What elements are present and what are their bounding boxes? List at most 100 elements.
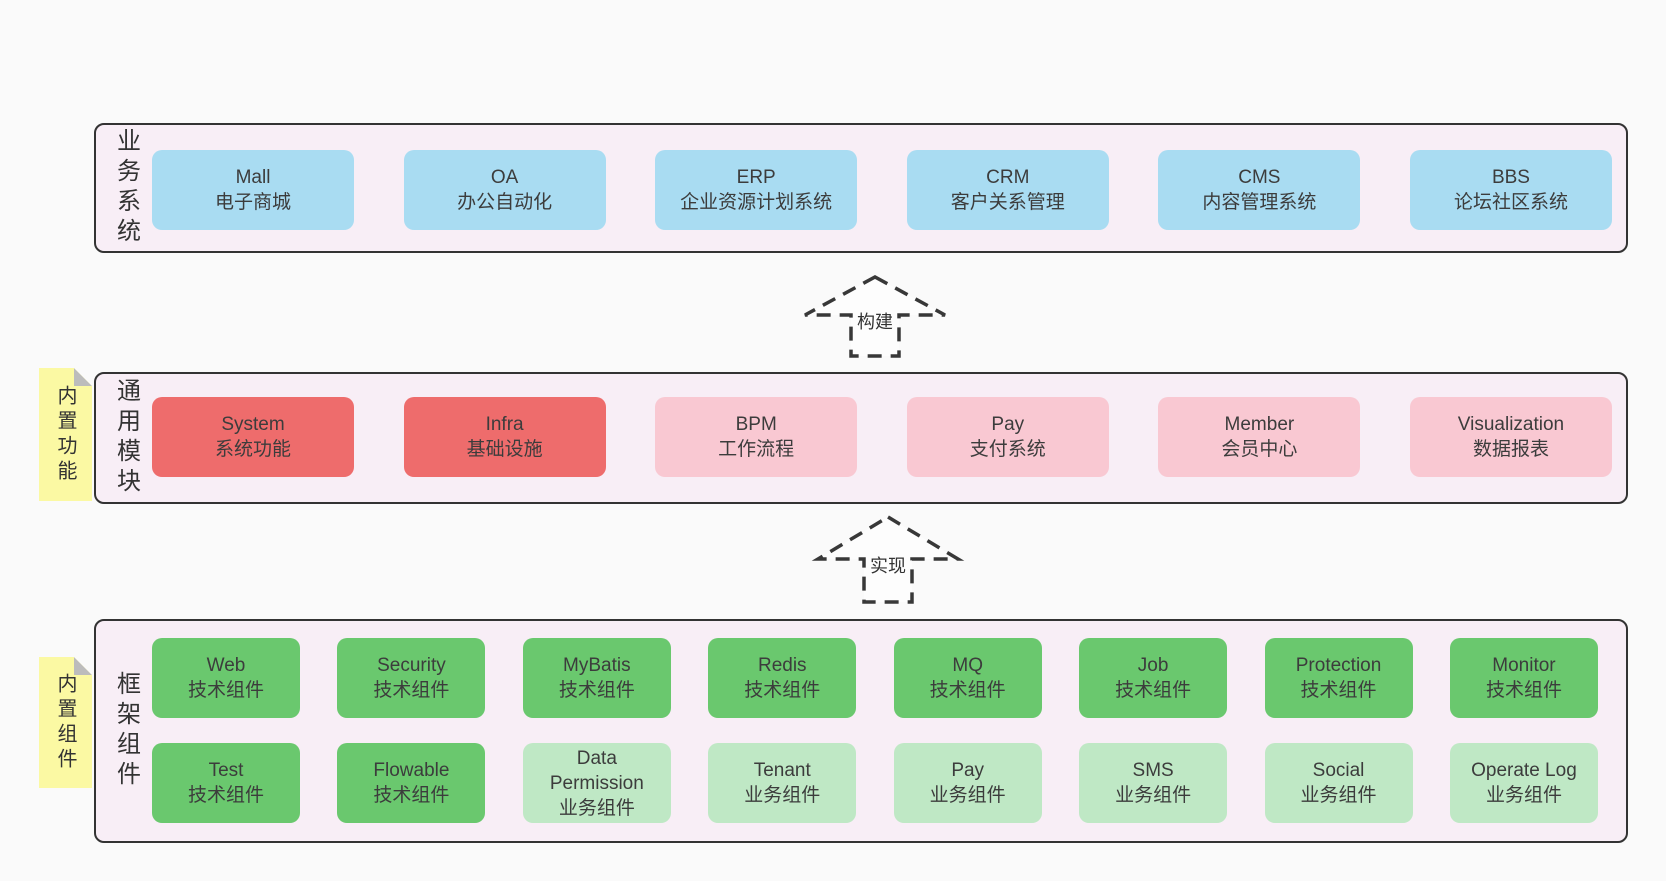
arrow-up-implement: 实现 bbox=[811, 514, 965, 604]
layer-business-label: 业务系统 bbox=[112, 128, 140, 248]
box-subtitle: 技术组件 bbox=[744, 680, 821, 701]
box-subtitle: 工作流程 bbox=[718, 439, 795, 460]
box-title: Data Permission bbox=[549, 747, 644, 794]
box-subtitle: 内容管理系统 bbox=[1202, 192, 1317, 213]
box-title: Pay bbox=[991, 414, 1025, 435]
box-subtitle: 技术组件 bbox=[1300, 680, 1377, 701]
box-title: Tenant bbox=[753, 760, 811, 781]
box-title: CRM bbox=[986, 167, 1030, 188]
box-subtitle: 业务组件 bbox=[558, 797, 635, 819]
box-subtitle: 基础设施 bbox=[466, 439, 543, 460]
box-title: Redis bbox=[757, 655, 807, 676]
box-subtitle: 技术组件 bbox=[373, 785, 450, 806]
box-erp: ERP 企业资源计划系统 bbox=[655, 150, 858, 230]
box-title: Test bbox=[208, 760, 244, 781]
arrow-up-outline bbox=[804, 275, 946, 358]
box-subtitle: 电子商城 bbox=[214, 192, 291, 213]
box-subtitle: 支付系统 bbox=[969, 439, 1046, 460]
box-title: Mall bbox=[235, 167, 271, 188]
box-title: Web bbox=[206, 655, 246, 676]
layer-business-systems: 业务系统 Mall 电子商城 OA 办公自动化 ERP 企业资源计划系统 CRM… bbox=[94, 123, 1628, 253]
arrow-up-build: 构建 bbox=[804, 275, 946, 358]
box-title: Visualization bbox=[1457, 414, 1565, 435]
box-mq: MQ 技术组件 bbox=[893, 638, 1042, 718]
box-subtitle: 业务组件 bbox=[1300, 785, 1377, 806]
box-title: BBS bbox=[1491, 167, 1530, 188]
box-subtitle: 技术组件 bbox=[1485, 680, 1562, 701]
box-infra: Infra 基础设施 bbox=[403, 397, 606, 477]
box-security: Security 技术组件 bbox=[337, 638, 486, 718]
box-title: CMS bbox=[1238, 167, 1281, 188]
box-protection: Protection 技术组件 bbox=[1264, 638, 1413, 718]
box-test: Test 技术组件 bbox=[152, 743, 300, 823]
box-flowable: Flowable 技术组件 bbox=[337, 743, 486, 823]
arrow-build-label: 构建 bbox=[857, 312, 893, 332]
box-subtitle: 业务组件 bbox=[929, 785, 1006, 806]
layer-components-label: 框架组件 bbox=[112, 671, 140, 791]
box-oa: OA 办公自动化 bbox=[403, 150, 606, 230]
box-title: Social bbox=[1312, 760, 1365, 781]
box-subtitle: 技术组件 bbox=[187, 680, 264, 701]
arrow-implement-label: 实现 bbox=[870, 556, 906, 576]
box-subtitle: 办公自动化 bbox=[457, 192, 553, 213]
box-data-permission: Data Permission 业务组件 bbox=[522, 743, 671, 823]
box-mybatis: MyBatis 技术组件 bbox=[522, 638, 671, 718]
box-title: ERP bbox=[736, 167, 776, 188]
box-subtitle: 系统功能 bbox=[214, 439, 291, 460]
components-box-row-2: Test 技术组件 Flowable 技术组件 Data Permission … bbox=[152, 743, 1598, 823]
box-title: Protection bbox=[1295, 655, 1382, 676]
box-sms: SMS 业务组件 bbox=[1079, 743, 1228, 823]
box-redis: Redis 技术组件 bbox=[708, 638, 857, 718]
box-job: Job 技术组件 bbox=[1079, 638, 1228, 718]
box-subtitle: 会员中心 bbox=[1221, 439, 1298, 460]
box-bpm: BPM 工作流程 bbox=[655, 397, 858, 477]
box-visualization: Visualization 数据报表 bbox=[1409, 397, 1612, 477]
sticky-note-text: 内置组件 bbox=[54, 672, 76, 773]
box-subtitle: 客户关系管理 bbox=[950, 192, 1065, 213]
box-title: BPM bbox=[735, 414, 777, 435]
box-system: System 系统功能 bbox=[152, 397, 354, 477]
box-title: Flowable bbox=[373, 760, 450, 781]
business-box-row: Mall 电子商城 OA 办公自动化 ERP 企业资源计划系统 CRM 客户关系… bbox=[152, 150, 1612, 230]
arrow-up-outline bbox=[811, 514, 965, 604]
folded-corner-icon bbox=[74, 368, 92, 386]
box-subtitle: 论坛社区系统 bbox=[1453, 192, 1568, 213]
box-subtitle: 技术组件 bbox=[187, 785, 264, 806]
box-title: MQ bbox=[952, 655, 983, 676]
layer-modules-label: 通用模块 bbox=[112, 378, 140, 498]
box-title: Security bbox=[377, 655, 446, 676]
box-bbs: BBS 论坛社区系统 bbox=[1409, 150, 1612, 230]
box-subtitle: 业务组件 bbox=[1115, 785, 1192, 806]
box-title: System bbox=[221, 414, 285, 435]
sticky-note-built-in-features: 内置功能 bbox=[39, 368, 92, 501]
box-tenant: Tenant 业务组件 bbox=[708, 743, 857, 823]
box-operate-log: Operate Log 业务组件 bbox=[1449, 743, 1598, 823]
box-member: Member 会员中心 bbox=[1158, 397, 1361, 477]
modules-box-row: System 系统功能 Infra 基础设施 BPM 工作流程 Pay 支付系统… bbox=[152, 397, 1612, 477]
box-social: Social 业务组件 bbox=[1264, 743, 1413, 823]
box-crm: CRM 客户关系管理 bbox=[906, 150, 1109, 230]
folded-corner-icon bbox=[74, 657, 92, 675]
box-title: Job bbox=[1137, 655, 1169, 676]
box-title: Infra bbox=[485, 414, 524, 435]
box-subtitle: 技术组件 bbox=[558, 680, 635, 701]
box-subtitle: 企业资源计划系统 bbox=[680, 192, 833, 213]
box-pay-system: Pay 支付系统 bbox=[906, 397, 1109, 477]
box-title: Member bbox=[1224, 414, 1295, 435]
box-monitor: Monitor 技术组件 bbox=[1449, 638, 1598, 718]
box-title: SMS bbox=[1132, 760, 1174, 781]
box-subtitle: 技术组件 bbox=[373, 680, 450, 701]
box-subtitle: 业务组件 bbox=[1485, 785, 1562, 806]
box-subtitle: 技术组件 bbox=[1115, 680, 1192, 701]
box-subtitle: 数据报表 bbox=[1472, 439, 1549, 460]
box-title: Operate Log bbox=[1471, 760, 1577, 781]
sticky-note-text: 内置功能 bbox=[54, 384, 76, 485]
box-title: Monitor bbox=[1492, 655, 1556, 676]
box-pay-component: Pay 业务组件 bbox=[893, 743, 1042, 823]
sticky-note-built-in-components: 内置组件 bbox=[39, 657, 92, 788]
layer-framework-components: 框架组件 Web 技术组件 Security 技术组件 MyBatis 技术组件… bbox=[94, 619, 1628, 843]
box-title: Pay bbox=[951, 760, 985, 781]
box-subtitle: 技术组件 bbox=[929, 680, 1006, 701]
box-web: Web 技术组件 bbox=[152, 638, 300, 718]
box-title: OA bbox=[490, 167, 519, 188]
